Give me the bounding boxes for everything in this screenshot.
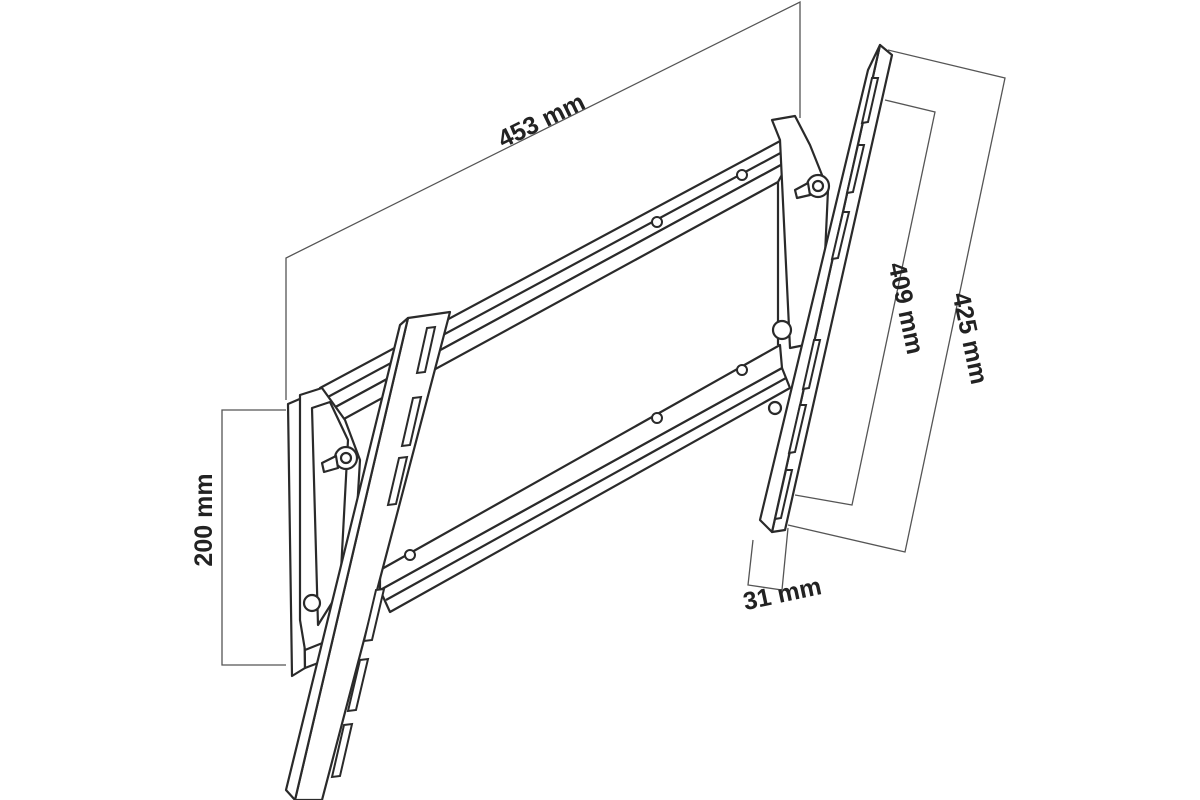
bottom-rail-flange <box>378 343 784 592</box>
dim-line-arm-outer <box>787 49 1006 553</box>
dimension-lines <box>221 0 1006 666</box>
rail-hole <box>651 412 663 424</box>
dim-line-width <box>285 0 801 400</box>
rail-hole <box>404 549 416 561</box>
right-tilt-bracket <box>767 114 831 416</box>
rail-hole <box>736 169 748 181</box>
rail-hole <box>651 216 663 228</box>
arm-slot <box>415 325 437 375</box>
arm-slot <box>787 404 808 455</box>
arm-slot <box>801 339 822 391</box>
label-width: 453 mm <box>494 88 590 154</box>
right-arm-side <box>758 43 882 534</box>
rail-hole <box>736 364 748 376</box>
dim-line-depth <box>747 527 789 591</box>
right-arm-slots <box>773 77 880 521</box>
arm-slot <box>830 211 851 261</box>
dim-line-height <box>221 409 286 666</box>
arm-slot <box>773 469 794 521</box>
lock-screw-right-bottom <box>767 400 783 416</box>
arm-slot <box>860 77 880 125</box>
arm-slot <box>346 657 370 713</box>
label-arm-inner: 409 mm <box>882 260 929 357</box>
rail-holes <box>404 169 748 561</box>
left-arm-side <box>284 316 410 800</box>
lock-screw-left <box>302 593 322 613</box>
label-depth: 31 mm <box>741 572 824 616</box>
left-arm-slots <box>330 325 437 779</box>
arm-slot <box>362 587 386 643</box>
arm-slot <box>386 455 409 507</box>
arm-slot <box>330 722 354 779</box>
label-arm-outer: 425 mm <box>946 290 993 387</box>
arm-slot <box>845 144 866 195</box>
label-height: 200 mm <box>190 473 218 566</box>
lock-screw-right-top <box>771 319 793 341</box>
arm-slot <box>400 395 423 448</box>
dim-line-arm-inner <box>794 99 936 506</box>
wall-plate <box>286 138 792 678</box>
